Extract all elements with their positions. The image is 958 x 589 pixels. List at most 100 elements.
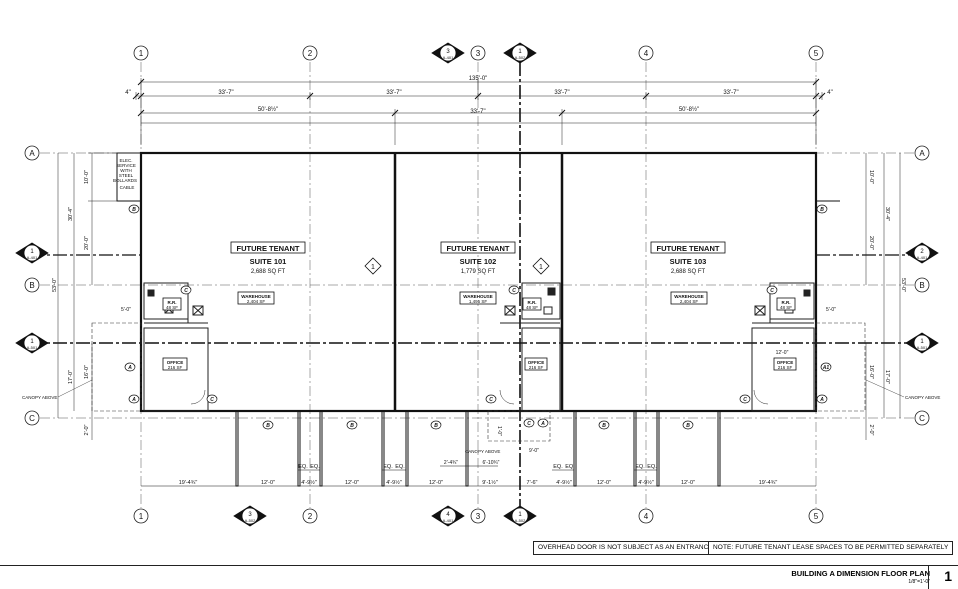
section-sheet: A-502 [245,518,256,523]
grid-label: 4 [644,512,649,521]
grid-label: 2 [308,49,313,58]
grid-label: 4 [644,49,649,58]
grid-label: A [29,149,35,158]
wall-tag: 1 [539,264,543,271]
door-tag: B [602,423,606,429]
grid-bubble-1-bottom [133,508,149,524]
dim-bay: 33'-7" [386,90,401,96]
section-number: 3 [248,512,252,518]
grid-bubble-A-right [914,145,930,161]
elec-note-line: ELEC. [119,158,132,163]
section-sheet: A-502 [515,518,526,523]
elec-note-line: WITH [120,168,132,173]
section-sheet: A-401 [443,55,454,60]
dim-vertical: 20'-0" [84,236,90,250]
section-number: 4 [446,512,450,518]
title-block: BUILDING A DIMENSION FLOOR PLAN 1/8"=1'-… [0,565,958,589]
warehouse-label: WAREHOUSE [463,294,493,299]
dim-door: 1'-0" [496,426,502,436]
grid-bubble-C-left [24,410,40,426]
dim-vertical: 53'-0" [900,278,906,292]
office-area: 216 SF [778,365,793,370]
dim-vertical: 30'-4" [68,207,74,221]
dim-bottom: 7'-6" [527,480,538,486]
grid-bubble-C-right [914,410,930,426]
left-dimensions [57,152,901,440]
door-tag: A1 [822,365,830,371]
dim-bottom: 12'-0" [261,480,275,486]
dim-vertical: 17'-0" [68,370,74,384]
left-dimension-text: 10'-0" 20'-0" 16'-0" 17'-0" 30'-4" 53'-0… [52,170,906,436]
dim-end-suite: 50'-8½" [679,106,699,113]
building-walls [116,151,840,413]
grid-bubble-1-top [133,45,149,61]
office-area: 216 SF [168,365,183,370]
section-sheet: A-501 [27,345,38,350]
section-cut-lines [30,62,930,515]
suite-area: 2,688 SQ FT [671,269,706,275]
grid-bubble-4-bottom [638,508,654,524]
suite-label-boxes [162,241,797,371]
office-102 [521,327,561,412]
grid-bubble-3-bottom [470,508,486,524]
dim-center: 33'-7" [470,109,485,115]
office-label: OFFICE [167,360,184,365]
elec-note-line: BOLLARDS [113,178,137,183]
office-101 [143,327,209,412]
suite-name: SUITE 102 [460,257,497,266]
canopy-label-left: CANOPY ABOVE [22,395,57,400]
sheet-number: 1 [944,568,952,584]
door-tag-text: B B C C C A A1 A A C C C B B B B B C A [127,207,829,429]
rr-label: R.R. [168,300,177,305]
section-number: 1 [30,249,34,255]
canopy-label-right: CANOPY ABOVE [905,395,940,400]
dim-bottom: 12'-0" [597,480,611,486]
wall-tag-text: 1 1 [371,264,543,271]
warehouse-area: 1,495 SF [469,299,488,304]
section-number: 1 [30,339,34,345]
grid-label: A [919,149,925,158]
grid-label: C [919,414,925,423]
dim-end-suite: 50'-8½" [258,106,278,113]
canopy-right [815,322,866,412]
canopy-labels: CANOPY ABOVE CANOPY ABOVE CANOPY ABOVE [22,379,940,454]
dim-eq: EQ. [298,464,308,470]
grid-label: B [29,281,34,290]
door-tag: C [512,288,516,294]
dim-eq: EQ. [395,464,405,470]
suite-name: SUITE 101 [250,257,287,266]
top-dimension-ticks [132,78,826,117]
dim-vertical: 16'-0" [868,365,874,379]
office-label: OFFICE [528,360,545,365]
bottom-dimension-text: 19'-4¾" 12'-0" 4'-9½" 12'-0" 4'-9½" 12'-… [179,464,778,486]
door-tag: A [131,397,136,403]
grid-label: 5 [814,49,819,58]
door-tag-shapes [124,204,832,430]
canopy-center [487,410,551,442]
grid-label: 1 [139,49,144,58]
dim-eq: EQ. [310,464,320,470]
dim-bottom: 19'-4¾" [759,480,778,486]
grid-label: 3 [476,49,481,58]
rr-area: 48 SF [166,305,178,310]
grid-bubble-A-left [24,145,40,161]
dim-bottom: 12'-0" [429,480,443,486]
dim-vertical: 30'-4" [884,207,890,221]
dim-edge: 4" [125,90,130,96]
warehouse-area: 2,404 SF [680,299,699,304]
grid-label: 2 [308,512,313,521]
grid-bubble-labels: 1 2 3 4 5 1 2 3 4 5 A B C A B C [29,49,925,521]
top-dimension-text: 135'-0" 4" 33'-7" 33'-7" 33'-7" 33'-7" 4… [125,76,832,115]
tenant-label: FUTURE TENANT [447,244,510,253]
dim-vertical: 20'-0" [868,236,874,250]
canopy-label-center: CANOPY ABOVE [465,449,500,454]
dim-door: 9'-0" [529,448,539,454]
dim-small: 5'-0" [121,307,131,313]
tenant-label: FUTURE TENANT [237,244,300,253]
dim-overall: 135'-0" [469,76,488,82]
door-tag: A [819,397,824,403]
dim-bottom: 19'-4¾" [179,480,198,486]
elec-note: ELEC. SERVICE WITH STEEL BOLLARDS CABLE [113,158,137,190]
grid-label: 3 [476,512,481,521]
door-tag: B [434,423,438,429]
